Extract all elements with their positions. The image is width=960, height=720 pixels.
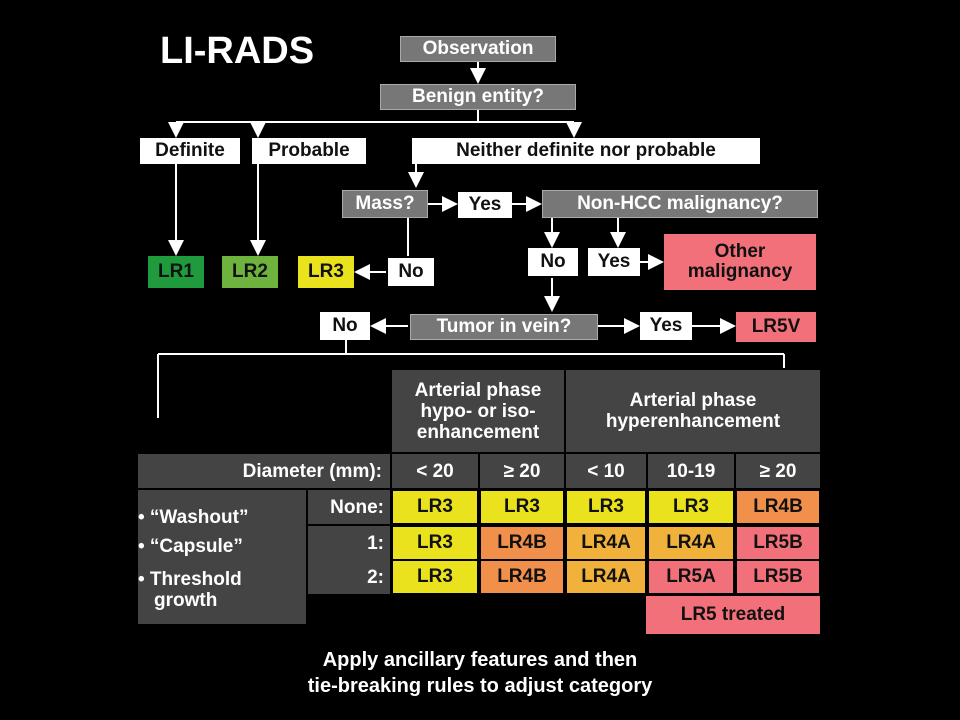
diameter-col-header: 10-19: [648, 454, 734, 488]
lr5-treated-box: LR5 treated: [646, 596, 820, 634]
lr3-box: LR3: [298, 256, 354, 288]
diameter-col-header: < 10: [566, 454, 646, 488]
hypo-header-line2: hypo- or iso-: [420, 400, 536, 422]
category-cell: LR4B: [480, 526, 564, 560]
feature-count-label: 2:: [308, 560, 390, 594]
vein-no-box: No: [320, 312, 370, 340]
category-cell: LR4A: [566, 526, 646, 560]
non-hcc-no-box: No: [528, 248, 578, 276]
category-cell: LR4B: [736, 490, 820, 524]
category-cell: LR3: [566, 490, 646, 524]
mass-yes-box: Yes: [458, 192, 512, 218]
neither-box: Neither definite nor probable: [412, 138, 760, 164]
category-cell: LR3: [392, 526, 478, 560]
other-malignancy-line1: Other: [714, 241, 766, 262]
footer-line1: Apply ancillary features and then: [322, 649, 638, 671]
lr1-box: LR1: [148, 256, 204, 288]
feature-count-label: None:: [308, 490, 390, 524]
feature-growth: growth: [154, 590, 218, 611]
definite-box: Definite: [140, 138, 240, 164]
hyper-header-line2: hyperenhancement: [605, 411, 781, 432]
hypo-header-line3: enhancement: [416, 421, 540, 443]
category-cell: LR3: [648, 490, 734, 524]
feature-washout: • “Washout”: [138, 507, 249, 528]
observation-box: Observation: [400, 36, 556, 62]
diameter-col-header: ≥ 20: [736, 454, 820, 488]
hyper-header: Arterial phase hyperenhancement: [566, 370, 820, 452]
category-cell: LR5B: [736, 560, 820, 594]
tumor-in-vein-box: Tumor in vein?: [410, 314, 598, 340]
lr5v-box: LR5V: [736, 312, 816, 342]
diameter-label: Diameter (mm):: [138, 454, 390, 488]
non-hcc-yes-box: Yes: [588, 248, 640, 276]
other-malignancy-line2: malignancy: [687, 261, 793, 282]
footer-line2: tie-breaking rules to adjust category: [307, 675, 653, 697]
vein-yes-box: Yes: [640, 312, 692, 340]
category-cell: LR4A: [566, 560, 646, 594]
diameter-col-header: < 20: [392, 454, 478, 488]
feature-capsule: • “Capsule”: [138, 536, 243, 557]
hypo-iso-header: Arterial phase hypo- or iso- enhancement: [392, 370, 564, 452]
feature-count-label: 1:: [308, 526, 390, 560]
probable-box: Probable: [252, 138, 366, 164]
benign-entity-box: Benign entity?: [380, 84, 576, 110]
category-cell: LR4A: [648, 526, 734, 560]
category-cell: LR3: [480, 490, 564, 524]
page-title: LI-RADS: [160, 30, 315, 72]
category-cell: LR5A: [648, 560, 734, 594]
mass-no-box: No: [388, 258, 434, 286]
category-cell: LR3: [392, 490, 478, 524]
other-malignancy-box: Other malignancy: [664, 234, 816, 290]
diameter-col-header: ≥ 20: [480, 454, 564, 488]
category-cell: LR5B: [736, 526, 820, 560]
non-hcc-question-box: Non-HCC malignancy?: [542, 190, 818, 218]
mass-question-box: Mass?: [342, 190, 428, 218]
features-list: • “Washout” • “Capsule” • Threshold grow…: [138, 490, 306, 624]
hypo-header-line1: Arterial phase: [414, 379, 542, 401]
feature-threshold: • Threshold: [138, 569, 242, 590]
category-cell: LR4B: [480, 560, 564, 594]
category-cell: LR3: [392, 560, 478, 594]
hyper-header-line1: Arterial phase: [629, 390, 757, 411]
lr2-box: LR2: [222, 256, 278, 288]
